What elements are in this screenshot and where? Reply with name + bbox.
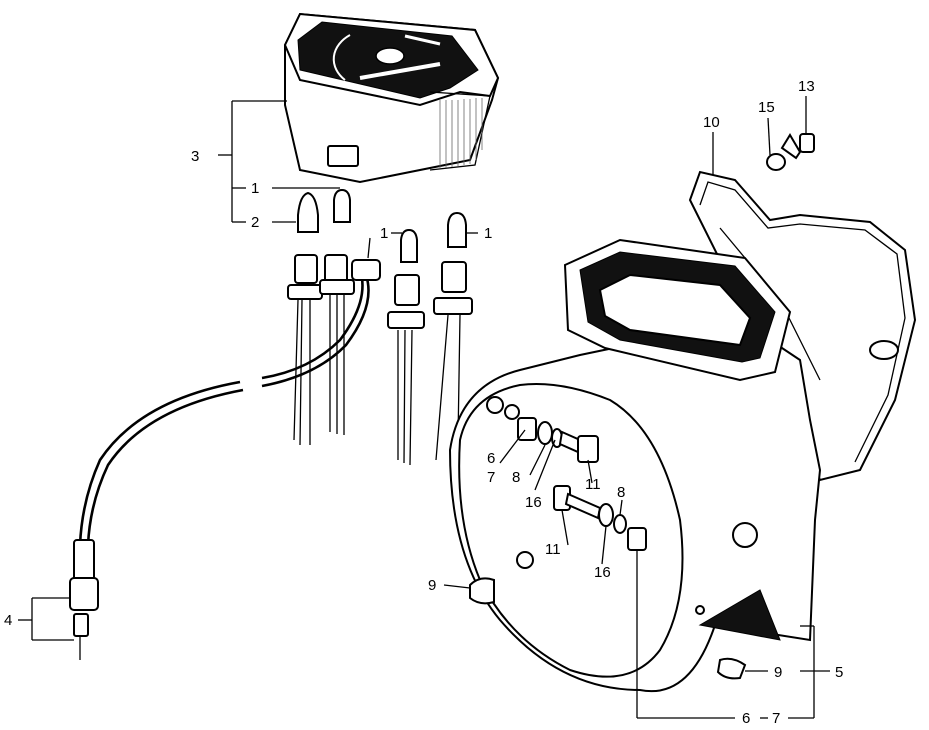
callout-13: 13 xyxy=(798,78,815,95)
callout-10: 10 xyxy=(703,114,720,131)
callout-4: 4 xyxy=(4,612,12,629)
bolts-washers-nuts xyxy=(486,133,815,551)
bulb-sockets xyxy=(287,254,473,466)
callout-9-b: 9 xyxy=(774,664,782,681)
callout-16-b: 16 xyxy=(594,564,611,581)
bulbs xyxy=(297,188,467,263)
callout-11-a: 11 xyxy=(585,476,601,493)
callout-6-b: 6 xyxy=(742,710,750,727)
mounting-bracket xyxy=(688,170,917,482)
callout-1-mid: 1 xyxy=(380,225,388,242)
callout-3: 3 xyxy=(191,148,199,165)
callout-16-a: 16 xyxy=(525,494,542,511)
callout-7-b: 7 xyxy=(772,710,780,727)
callout-5: 5 xyxy=(835,664,843,681)
callout-8-a: 8 xyxy=(512,469,520,486)
callout-9-a: 9 xyxy=(428,577,436,594)
callout-2: 2 xyxy=(251,214,259,231)
speedometer-assembly xyxy=(283,12,500,184)
callout-6-a: 6 xyxy=(487,450,495,467)
callout-15: 15 xyxy=(758,99,775,116)
callout-1-top: 1 xyxy=(251,180,259,197)
leader-lines xyxy=(18,96,830,719)
headlight-case xyxy=(448,238,822,693)
meter-cable xyxy=(69,237,381,660)
callout-11-b: 11 xyxy=(545,541,561,558)
callout-8-b: 8 xyxy=(617,484,625,501)
grommets xyxy=(469,577,747,680)
callout-1-right: 1 xyxy=(484,225,492,242)
callout-7-a: 7 xyxy=(487,469,495,486)
callout-labels: 1 2 3 1 1 4 10 15 13 6 7 8 11 16 8 11 16… xyxy=(4,78,843,727)
